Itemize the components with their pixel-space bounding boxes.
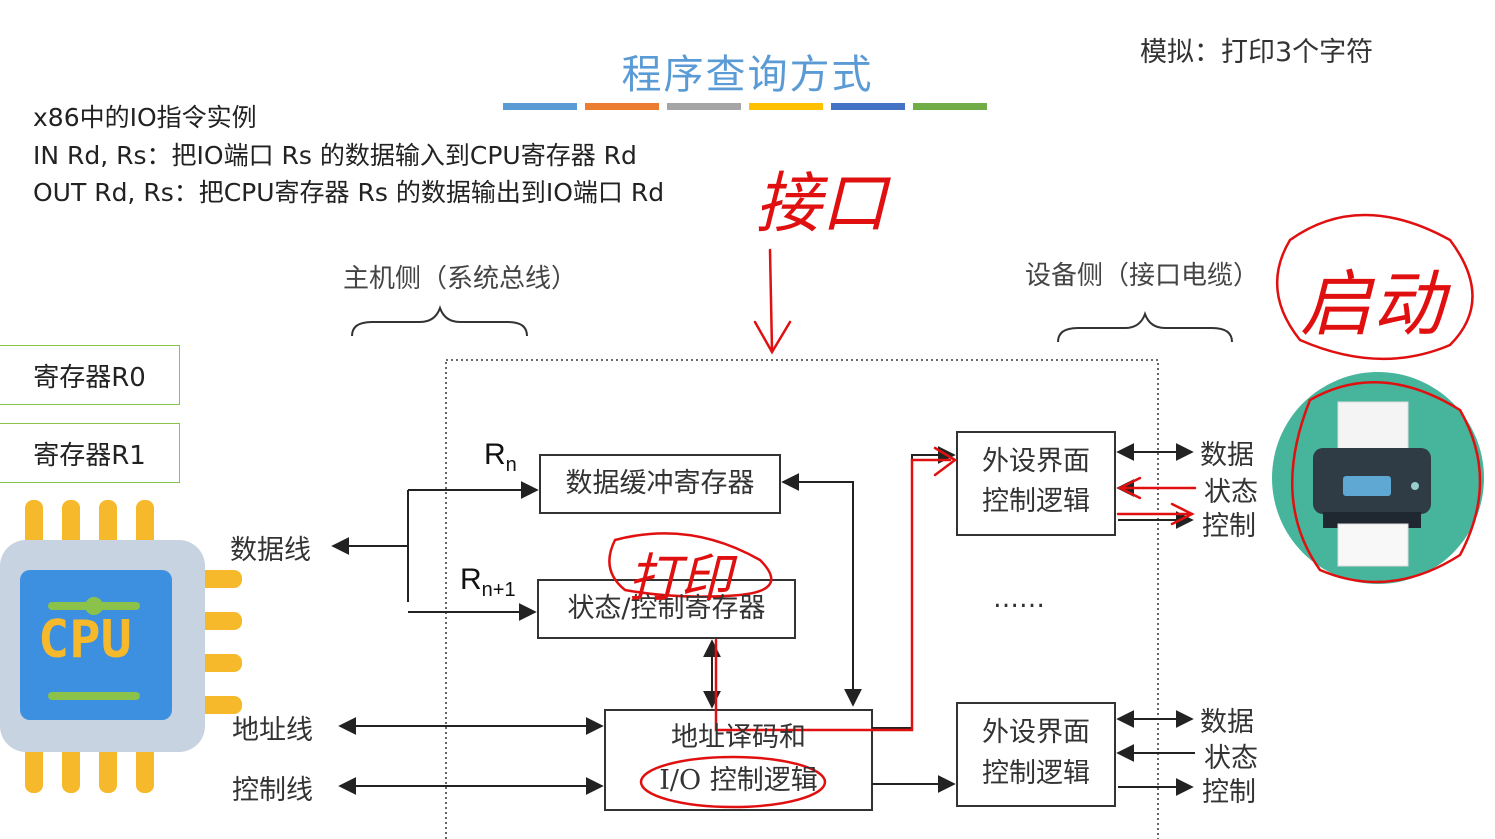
dev2-data: 数据 — [1200, 707, 1254, 738]
instr-out: OUT Rd, Rs：把CPU寄存器 Rs 的数据输出到IO端口 Rd — [33, 178, 665, 207]
register-r0: 寄存器R0 — [0, 345, 180, 405]
interface-boundary — [445, 359, 1159, 839]
handwritten-interface: 接口 — [755, 165, 887, 242]
decoder-label-1: 地址译码和 — [671, 722, 806, 754]
status-control-label: 状态/控制寄存器 — [567, 593, 766, 625]
dev1-status: 状态 — [1204, 477, 1258, 508]
simulation-note: 模拟：打印3个字符 — [1140, 37, 1374, 68]
device-side-label: 设备侧（接口电缆） — [1025, 261, 1260, 291]
data-bus-label: 数据线 — [230, 535, 311, 566]
handwriting-annotations — [608, 213, 1482, 809]
host-brace — [351, 305, 528, 337]
host-side-label: 主机侧（系统总线） — [343, 264, 578, 294]
cpu-chip-icon — [0, 500, 242, 793]
bus-lines — [331, 443, 1195, 796]
periph2-label-1: 外设界面 — [982, 717, 1090, 749]
address-bus-label: 地址线 — [232, 715, 313, 746]
decoder-label-2: I/O 控制逻辑 — [659, 765, 818, 797]
rn1-label: Rn+1 — [460, 563, 516, 601]
data-buffer-box — [539, 454, 781, 514]
periph2-label-2: 控制逻辑 — [982, 758, 1090, 790]
cpu-label: CPU — [38, 610, 132, 670]
color-bar-5 — [831, 103, 905, 110]
periph1-box — [956, 431, 1116, 536]
rn-label: Rn — [484, 438, 517, 476]
periph2-box — [956, 702, 1116, 807]
title-color-bars — [503, 103, 987, 110]
color-bar-4 — [749, 103, 823, 110]
periph1-label-1: 外设界面 — [982, 446, 1090, 478]
dev2-control: 控制 — [1202, 777, 1256, 808]
dev1-control: 控制 — [1202, 511, 1256, 542]
slide-title: 程序查询方式 — [621, 52, 874, 98]
color-bar-2 — [585, 103, 659, 110]
handwritten-print: 打印 — [628, 549, 733, 609]
dev1-data: 数据 — [1200, 440, 1254, 471]
color-bar-3 — [667, 103, 741, 110]
status-control-box — [537, 579, 796, 639]
ellipsis: …… — [993, 584, 1045, 614]
dev2-status: 状态 — [1204, 743, 1258, 774]
instr-heading: x86中的IO指令实例 — [33, 103, 257, 132]
handwritten-start: 启动 — [1300, 262, 1445, 346]
data-buffer-label: 数据缓冲寄存器 — [565, 468, 755, 500]
color-bar-6 — [913, 103, 987, 110]
device-brace — [1057, 311, 1233, 343]
register-r1: 寄存器R1 — [0, 423, 180, 483]
periph1-label-2: 控制逻辑 — [982, 486, 1090, 518]
instr-in: IN Rd, Rs：把IO端口 Rs 的数据输入到CPU寄存器 Rd — [33, 141, 637, 170]
color-bar-1 — [503, 103, 577, 110]
control-bus-label: 控制线 — [232, 775, 313, 806]
printer-icon — [1272, 372, 1484, 584]
